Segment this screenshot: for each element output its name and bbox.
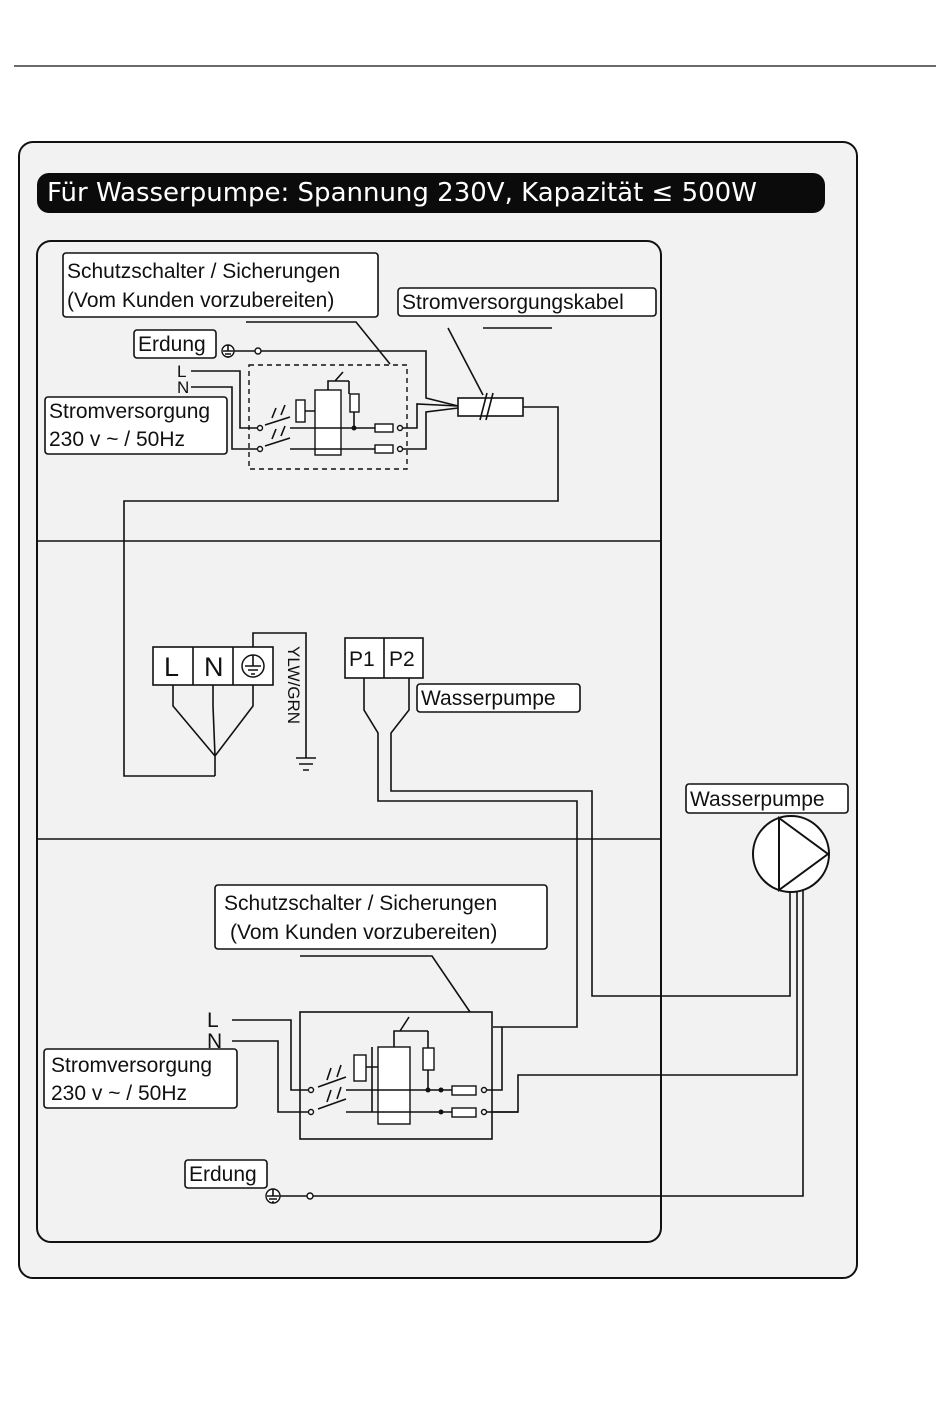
pump-terminal-block: P1 P2 — [344, 637, 791, 1028]
bottom-supply-line2: 230 v ~ / 50Hz — [51, 1082, 187, 1105]
bottom-supply-label: Stromversorgung 230 v ~ / 50Hz — [43, 1048, 238, 1109]
unit-panel — [36, 240, 662, 1243]
top-breaker-box — [191, 364, 459, 470]
top-N-label: N — [177, 378, 189, 397]
title-text: Für Wasserpumpe: Spannung 230V, Kapazitä… — [47, 178, 757, 208]
terminal-N: N — [204, 652, 224, 682]
pump-label-text: Wasserpumpe — [690, 788, 825, 811]
terminal-L: L — [164, 652, 179, 682]
top-cable-label-text: Stromversorgungskabel — [402, 291, 624, 314]
terminal-earth-icon — [241, 654, 265, 678]
bottom-breaker-label-line2: (Vom Kunden vorzubereiten) — [230, 921, 497, 944]
top-breaker-label: Schutzschalter / Sicherungen (Vom Kunden… — [62, 252, 379, 318]
bottom-supply-line1: Stromversorgung — [51, 1054, 212, 1077]
terminal-P2: P2 — [389, 648, 415, 671]
top-cable-leader — [447, 327, 552, 396]
pump-label: Wasserpumpe — [685, 783, 849, 814]
top-earth-wire — [234, 350, 459, 407]
bottom-breaker-leader — [300, 955, 471, 1013]
top-L-label: L — [177, 362, 186, 381]
bottom-earth-label: Erdung — [184, 1159, 268, 1189]
bottom-N-label: N — [207, 1030, 222, 1053]
title-banner: Für Wasserpumpe: Spannung 230V, Kapazitä… — [37, 173, 825, 213]
bottom-breaker-label: Schutzschalter / Sicherungen (Vom Kunden… — [214, 884, 548, 950]
power-terminal-block: L N YLW/GRN — [152, 632, 316, 776]
top-cable — [123, 392, 559, 777]
ground-wire-label: YLW/GRN — [284, 646, 303, 724]
top-supply-label: Stromversorgung 230 v ~ / 50Hz — [44, 396, 228, 455]
bottom-L-label: L — [207, 1009, 219, 1032]
terminal-P1: P1 — [349, 648, 375, 671]
top-supply-line1: Stromversorgung — [49, 400, 210, 423]
bottom-breaker-label-line1: Schutzschalter / Sicherungen — [224, 892, 497, 915]
bottom-earth-node — [306, 1192, 314, 1200]
top-cable-label: Stromversorgungskabel — [397, 287, 657, 317]
top-supply-line2: 230 v ~ / 50Hz — [49, 428, 185, 451]
top-breaker-label-line2: (Vom Kunden vorzubereiten) — [67, 289, 334, 312]
top-earth-label: Erdung — [133, 329, 217, 359]
bottom-earth-icon — [265, 1188, 281, 1204]
pump-terminal-label: Wasserpumpe — [416, 683, 581, 713]
pump-terminal-label-text: Wasserpumpe — [421, 687, 556, 710]
bottom-breaker-box — [232, 1011, 518, 1140]
top-earth-node — [254, 347, 262, 355]
top-earth-label-text: Erdung — [138, 333, 206, 356]
top-earth-icon — [221, 344, 235, 358]
bottom-earth-label-text: Erdung — [189, 1163, 257, 1186]
top-breaker-label-line1: Schutzschalter / Sicherungen — [67, 260, 340, 283]
top-breaker-leader — [246, 321, 391, 365]
